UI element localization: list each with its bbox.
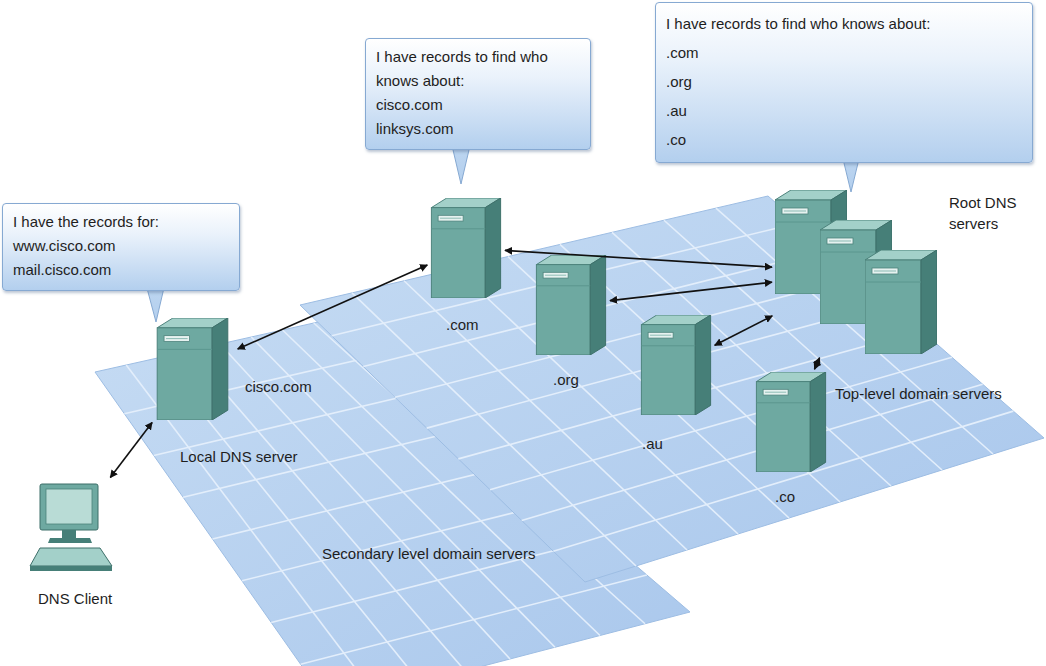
callout-text: .au	[666, 96, 1022, 125]
root-server-group: Root DNS servers	[775, 190, 940, 355]
tld-server: .org	[535, 255, 607, 355]
server-label: .com	[446, 314, 479, 335]
server-label: DNS Client	[38, 588, 112, 609]
grid-line	[213, 464, 518, 539]
grid-line	[490, 357, 952, 489]
server-label: Root DNS servers	[949, 192, 1041, 234]
callout-text: mail.cisco.com	[13, 258, 229, 282]
query-arrow	[238, 265, 428, 349]
server-icons	[157, 190, 937, 472]
callout-text: linksys.com	[376, 117, 580, 141]
server-label: .au	[642, 433, 663, 454]
callout-text: cisco.com	[376, 93, 580, 117]
callout-text: www.cisco.com	[13, 234, 229, 258]
server-label: Local DNS server	[180, 446, 298, 467]
dns-client: DNS Client	[30, 480, 115, 575]
tld-server: .co	[755, 372, 827, 472]
query-arrow	[505, 250, 772, 267]
tld-server: .com	[430, 198, 502, 298]
callout-bubble: I have records to find who knows about:.…	[655, 2, 1033, 163]
callout-text: .org	[666, 67, 1022, 96]
grid-line	[522, 384, 983, 520]
server-label: .co	[775, 486, 795, 507]
query-arrow	[110, 422, 152, 477]
query-arrow	[715, 316, 773, 345]
callout-bubble: I have records to find who knows about:c…	[365, 38, 591, 150]
callout-bubble: I have the records for:www.cisco.commail…	[2, 203, 240, 291]
callout-text: .co	[666, 125, 1022, 154]
callout-text: .com	[666, 38, 1022, 67]
top-level-plane	[300, 196, 1044, 582]
plane-label: Secondary level domain servers	[322, 543, 537, 564]
grid-line	[242, 501, 561, 581]
query-arrow	[815, 358, 820, 370]
server-label: cisco.com	[245, 376, 312, 397]
grid-line	[301, 575, 647, 664]
computer-icon	[30, 484, 112, 571]
callout-text: I have records to find who knows about:	[666, 9, 1022, 38]
callout-text: I have records to find who knows about:	[376, 45, 580, 93]
query-arrow	[610, 282, 772, 300]
local-dns-server: cisco.comLocal DNS server	[150, 318, 235, 420]
server-label: .org	[553, 369, 579, 390]
callout-text: I have the records for:	[13, 210, 229, 234]
tld-server: .au	[640, 315, 712, 415]
plane-label: Top-level domain servers	[835, 383, 1005, 404]
